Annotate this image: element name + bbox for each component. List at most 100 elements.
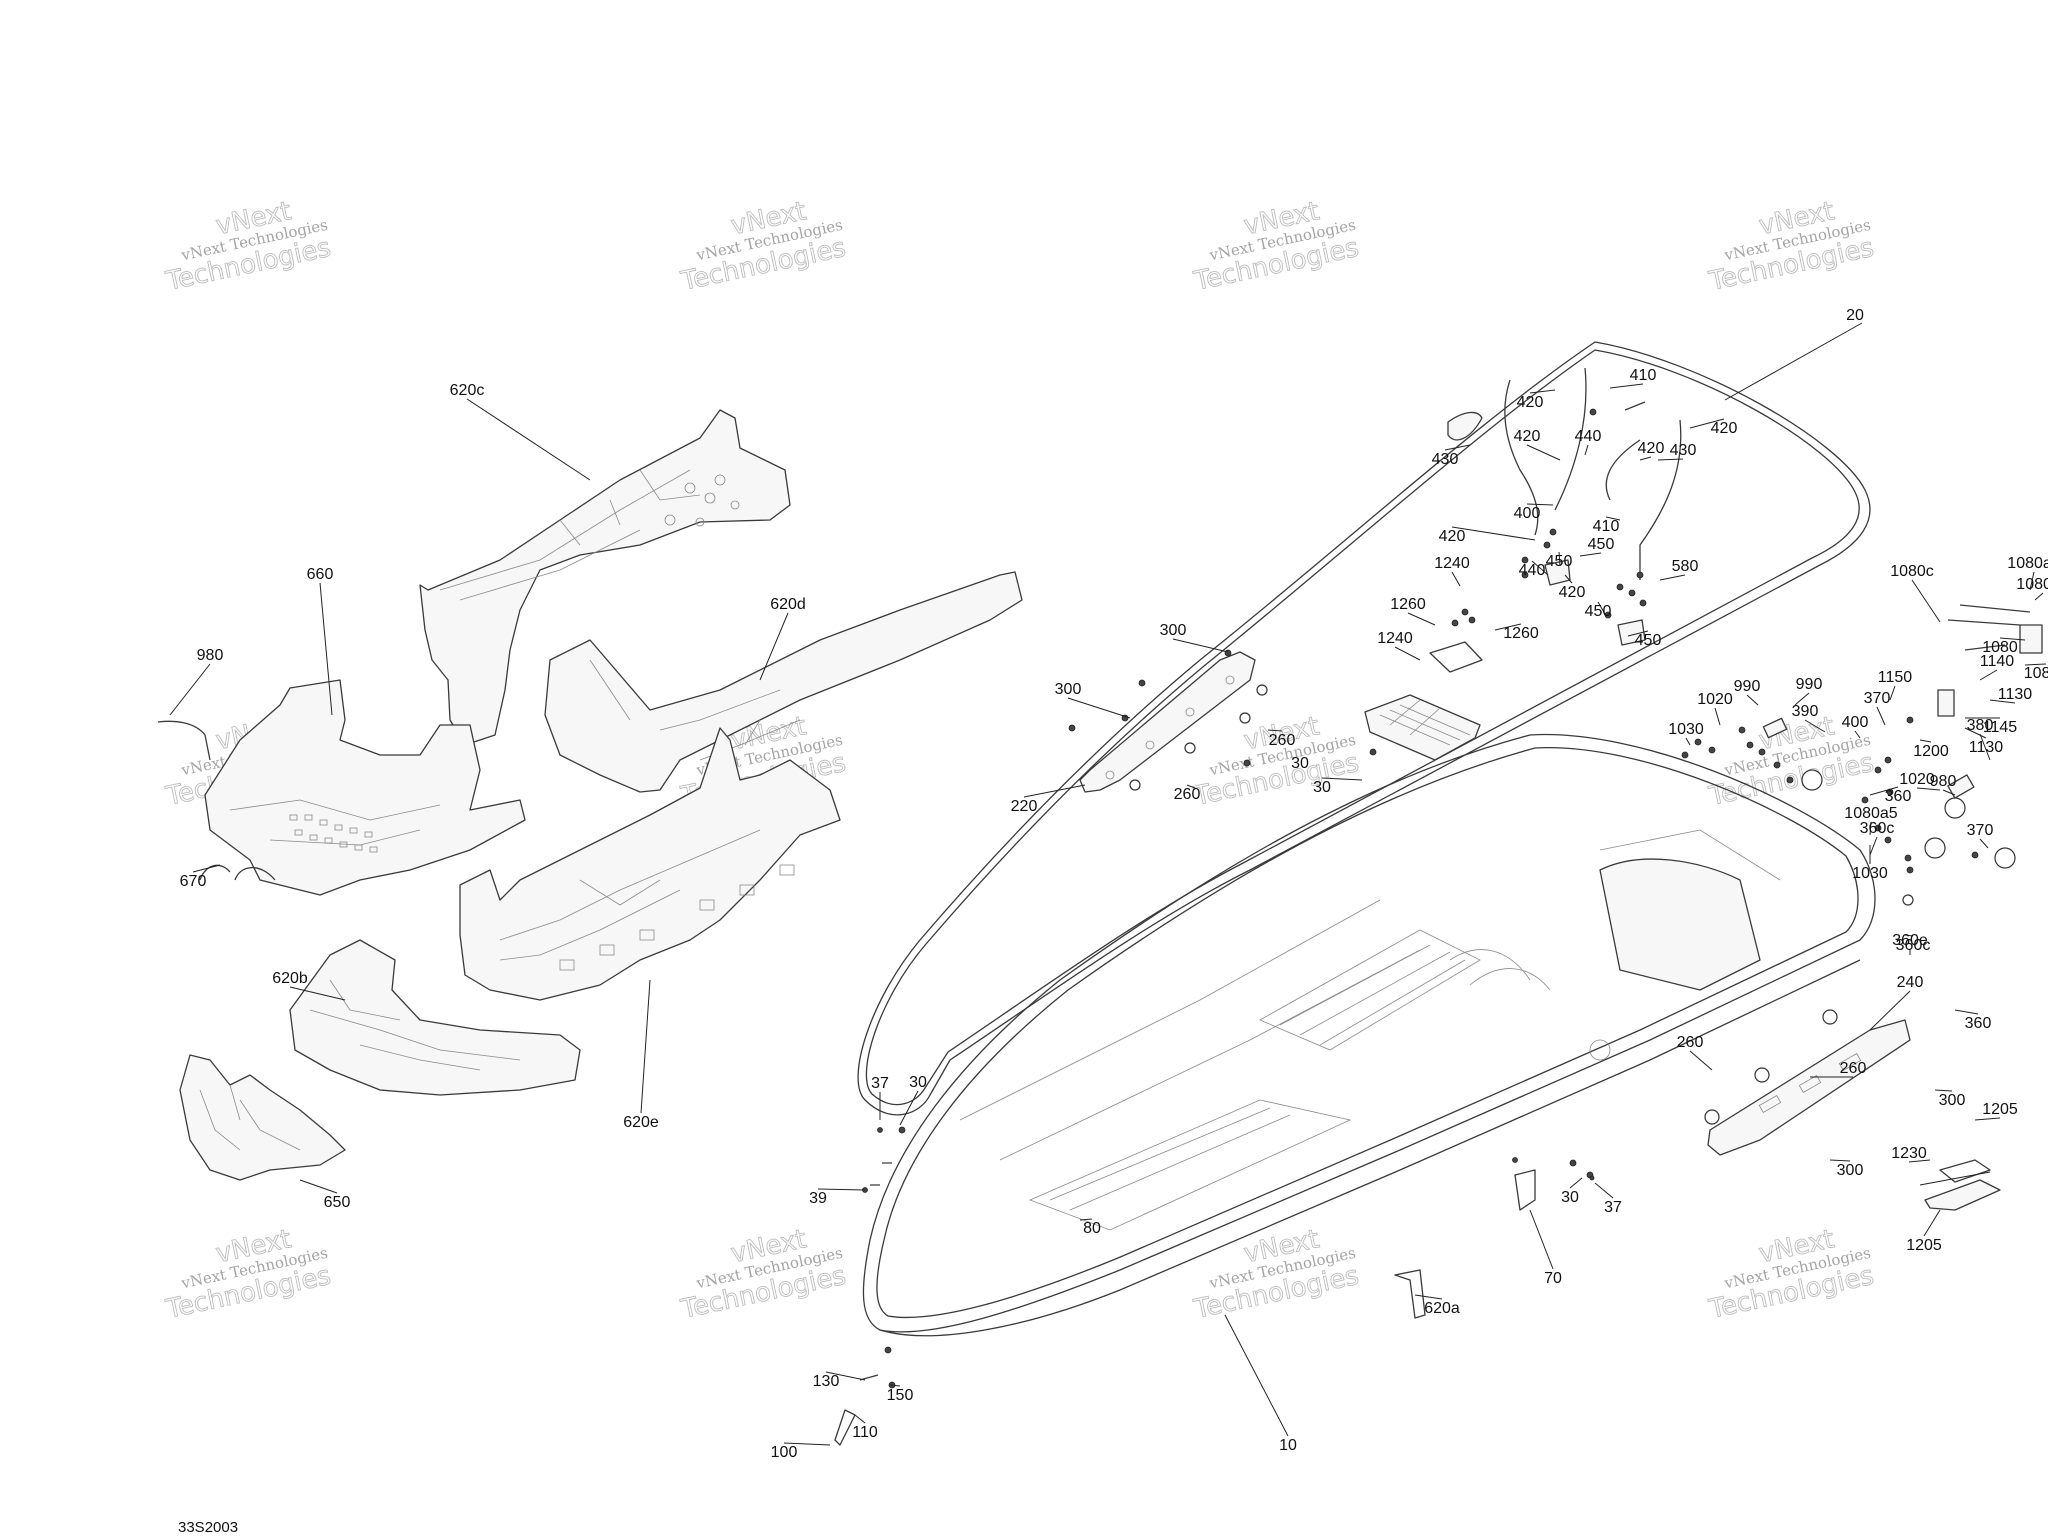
leader-440 [1584,444,1589,456]
callout-660: 660 [307,566,334,583]
callout-620c: 620c [450,382,485,399]
part-1260-plate [1429,641,1483,673]
leader-370 [1876,706,1886,726]
callout-990: 990 [1734,678,1761,695]
callout-370: 370 [1967,822,1994,839]
leader-420 [1451,526,1536,541]
callout-430: 430 [1432,451,1459,468]
leader-420 [1526,444,1561,461]
callout-1080: 1080 [1982,639,2018,656]
leader-220 [1023,784,1086,798]
part-10-hull [862,733,1876,1337]
leader-39 [817,1188,866,1191]
callout-260: 260 [1269,732,1296,749]
leader-620c [466,398,591,481]
callout-220: 220 [1011,798,1038,815]
callout-1240: 1240 [1434,555,1470,572]
leader-1205 [1923,1209,1941,1237]
leader-30 [899,1090,919,1126]
callout-1080a5: 1080a5 [1844,805,1897,822]
callout-580: 580 [1672,558,1699,575]
leader-450 [1579,552,1602,557]
callout-670: 670 [180,873,207,890]
leader-1260 [1494,623,1522,631]
leader-1200 [1919,739,1932,743]
callout-620d: 620d [770,596,806,613]
leader-450 [1558,551,1561,567]
callout-260: 260 [1174,786,1201,803]
leader-620b [289,986,346,1001]
callout-37: 37 [871,1075,889,1092]
callout-1145: 1145 [1983,719,2018,736]
callout-370: 370 [1864,690,1891,707]
leader-430 [1444,444,1471,451]
leader-620d [759,612,789,681]
callout-1260: 1260 [1390,596,1426,613]
leader-37 [1594,1182,1614,1199]
leader-110 [854,1414,866,1424]
leader-150 [889,1384,901,1387]
callout-1020: 1020 [1697,691,1733,708]
leader-360c [1904,934,1914,937]
leader-670 [192,864,221,873]
part-620e-bow [179,1054,346,1181]
leader-1030 [1685,737,1691,746]
callout-80: 80 [1083,1220,1101,1237]
leader-450 [1597,601,1606,615]
part-620b-seat [419,409,791,746]
leader-1020 [1714,707,1721,726]
callout-450: 450 [1546,553,1573,570]
callout-360: 360 [1885,788,1912,805]
callout-440: 440 [1519,562,1546,579]
leader-980 [169,663,211,716]
part-660-clamps [199,864,276,881]
callout-410: 410 [1593,518,1620,535]
leader-390 [1804,719,1826,733]
leader-360 [1954,1009,1979,1015]
leader-100 [783,1442,831,1446]
callout-1205: 1205 [1906,1237,1942,1254]
leader-130 [825,1371,866,1381]
leader-1240 [1451,571,1461,587]
callout-30: 30 [909,1074,927,1091]
callout-30: 30 [1291,755,1309,772]
callout-1260: 1260 [1503,625,1539,642]
callout-30: 30 [1313,779,1331,796]
callout-1205: 1205 [1982,1101,2018,1118]
callout-650: 650 [324,1194,351,1211]
leader-1080a6 [2029,571,2035,591]
callout-420: 420 [1711,420,1738,437]
callout-410: 410 [1630,367,1657,384]
leader-260 [1186,784,1196,789]
callout-420: 420 [1559,584,1586,601]
leader-1080 [1999,637,2026,641]
drawing-code: 33S2003 [178,1519,238,1536]
leader-300 [1934,1089,1953,1092]
part-400-hoses [1447,367,1682,580]
callout-360: 360 [1965,1015,1992,1032]
leader-650 [299,1179,338,1194]
callout-300: 300 [1837,1162,1864,1179]
callout-420: 420 [1514,428,1541,445]
part-620d-tray [459,727,841,1001]
leader-360c [1869,836,1878,856]
leader-300 [1829,1159,1851,1162]
leader-990 [1794,692,1810,706]
callout-300: 300 [1055,681,1082,698]
callout-420: 420 [1439,528,1466,545]
leader-360 [1869,786,1899,796]
part-650-footrest [204,679,526,896]
callout-450: 450 [1588,536,1615,553]
leader-70 [1529,1209,1554,1270]
leader-80 [1079,1218,1093,1221]
callout-390: 390 [1792,703,1819,720]
leader-260 [1689,1050,1713,1071]
leader-1130 [1989,699,2016,704]
leader-1240 [1394,646,1421,661]
callout-1080a6: 1080a6 [2007,555,2048,572]
callout-980: 980 [197,647,224,664]
leader-1080c [1911,579,1941,623]
